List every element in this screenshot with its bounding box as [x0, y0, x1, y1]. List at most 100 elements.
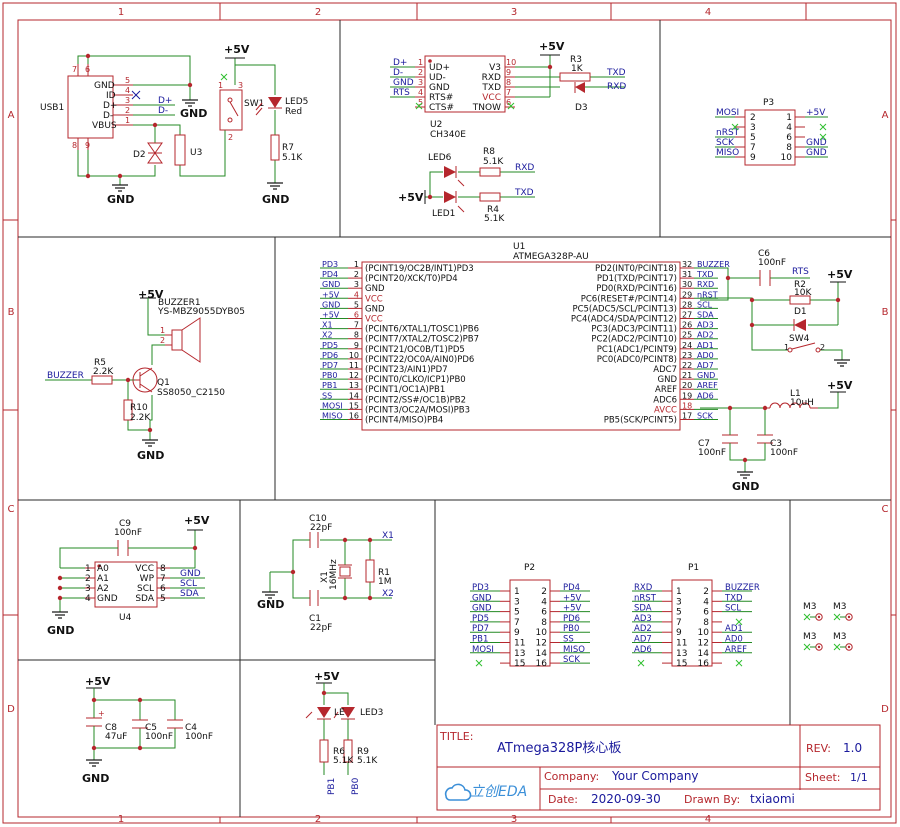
- mcu-net-left-2: PD4: [322, 270, 338, 279]
- p2-num-left-6: 11: [514, 639, 525, 649]
- mcu-net-right-14: AD6: [697, 391, 714, 400]
- c7-ref: C7: [698, 439, 710, 449]
- buzzer-vcc: +5V: [138, 288, 164, 301]
- drawn-label: Drawn By:: [684, 793, 740, 806]
- mcu-pin-right-11: ADC7: [653, 365, 677, 375]
- c5-ref: C5: [145, 723, 157, 733]
- p1-num-left-5: 9: [676, 628, 682, 638]
- p1-net-right-5: AD1: [725, 624, 743, 634]
- p1-num-right-6: 12: [698, 639, 709, 649]
- p3-net-gnd2: GND: [806, 148, 827, 158]
- mcu-pin-num-right-13: 20: [682, 381, 692, 390]
- mcu-pin-num-left-2: 2: [354, 270, 359, 279]
- c4-value: 100nF: [185, 732, 213, 742]
- col-label-1-bottom: 1: [118, 814, 124, 825]
- dec-vcc: +5V: [85, 675, 111, 688]
- mcu-net-left-15: MOSI: [322, 401, 343, 410]
- usb-pin-gnd: GND: [94, 81, 115, 91]
- p2-num-right-7: 14: [536, 649, 548, 659]
- p1-net-left-4: AD3: [634, 614, 652, 624]
- d2-ref: D2: [133, 150, 146, 160]
- mcu-net-left-13: PB1: [322, 381, 337, 390]
- mcu-pin-num-left-10: 10: [349, 351, 359, 360]
- reset-vcc: +5V: [827, 268, 853, 281]
- uled-net-pb1: PB1: [327, 778, 337, 795]
- usb-section: GND ID D+ D- VBUS USB1 5 4 3 2 1 7 6 8 9: [40, 53, 226, 206]
- leds-net-rxd: RXD: [515, 163, 534, 173]
- p2-net-left-4: PD5: [472, 614, 489, 624]
- ch340-net-txd: TXD: [606, 68, 626, 78]
- drawn-value: txiaomi: [750, 792, 795, 806]
- p3-num-5: 5: [750, 133, 756, 143]
- mcu-net-right-13: AREF: [697, 381, 718, 390]
- ch340-pin-tnow: TNOW: [472, 103, 501, 113]
- p1-num-right-3: 6: [703, 608, 709, 618]
- eeprom-gnd: GND: [47, 624, 74, 637]
- mcu-pin-left-16: (PCINT4/MISO)PB4: [365, 416, 443, 426]
- r9-value: 5.1K: [357, 756, 378, 766]
- row-label-b: B: [8, 307, 15, 318]
- crystal-gnd: GND: [257, 598, 284, 611]
- ch340-num-2: 2: [418, 68, 423, 77]
- mcu-pin-num-right-16: 17: [682, 412, 692, 421]
- logo-cloud-icon: [444, 783, 472, 801]
- eeprom-pin-vcc: VCC: [135, 564, 154, 574]
- mcu-pin-num-left-14: 14: [349, 391, 359, 400]
- mcu-net-left-7: X1: [322, 321, 333, 330]
- ch340-pin-cts: CTS#: [429, 103, 454, 113]
- led5-value: Red: [285, 107, 302, 117]
- ch340-num-3: 3: [418, 78, 423, 87]
- l1-value: 10uH: [790, 398, 814, 408]
- logo-text: 立创EDA: [470, 784, 527, 800]
- p3-num-7: 7: [750, 143, 756, 153]
- mcu-pin-right-1: PD2(INT0/PCINT18): [595, 264, 677, 274]
- sw4-pin-1: 1: [784, 343, 789, 352]
- mount-label-1: M3: [803, 602, 817, 612]
- mcu-pin-num-right-5: 28: [682, 300, 692, 309]
- mcu-net-left-6: +5V: [322, 311, 340, 320]
- p2-num-left-4: 7: [514, 618, 520, 628]
- avcc-vcc: +5V: [827, 379, 853, 392]
- r10-value: 2.2K: [130, 413, 151, 423]
- p3-net-gnd1: GND: [806, 138, 827, 148]
- mcu-pin-right-4: PC6(RESET#/PCINT14): [581, 294, 677, 304]
- p1-num-right-5: 10: [698, 628, 710, 638]
- mcu-pin-right-12: GND: [658, 375, 678, 385]
- mcu-pin-num-left-3: 3: [354, 280, 359, 289]
- reset-net-rts: RTS: [792, 267, 809, 277]
- mcu-net-right-12: GND: [697, 371, 715, 380]
- mcu-pin-num-left-6: 6: [354, 311, 359, 320]
- p3-net-sck: SCK: [716, 138, 735, 148]
- mcu-pin-right-15: AVCC: [654, 405, 677, 415]
- sw4-ref: SW4: [789, 334, 810, 344]
- p1-num-right-8: 16: [698, 659, 710, 669]
- buzzer-gnd: GND: [137, 449, 164, 462]
- ch340-pin-vcc: VCC: [482, 93, 501, 103]
- c4-ref: C4: [185, 723, 197, 733]
- mcu-net-right-6: SDA: [697, 311, 714, 320]
- p2-net-right-3: +5V: [563, 604, 582, 614]
- r5-value: 2.2K: [93, 367, 114, 377]
- mcu-net-right-5: SCL: [697, 300, 713, 309]
- ch340-num-1: 1: [418, 58, 423, 67]
- mcu-pin-left-2: (PCINT20/XCK/T0)PD4: [365, 274, 458, 284]
- p2-net-left-3: GND: [472, 604, 492, 614]
- user-leds-section: +5V LE LED3 R6 5.1K R9 5.1K PB1 PB0: [305, 670, 383, 795]
- usb-pin-num-8: 8: [72, 141, 77, 150]
- mcu-pin-left-3: GND: [365, 284, 385, 294]
- buzzer-net: BUZZER: [47, 371, 84, 381]
- usb-pin-num-2: 2: [125, 106, 130, 115]
- r6-value: 5.1K: [333, 756, 354, 766]
- mcu-pin-num-left-9: 9: [354, 341, 359, 350]
- r10-ref: R10: [130, 403, 148, 413]
- r2-ref: R2: [794, 280, 806, 290]
- ch340-ref: U2: [430, 120, 442, 130]
- mcu-pin-num-left-4: 4: [354, 290, 359, 299]
- c7-value: 100nF: [698, 448, 726, 458]
- eeprom-net-sda: SDA: [180, 589, 199, 599]
- row-label-a: A: [8, 110, 15, 121]
- inner-frame: [17, 19, 892, 818]
- led6-ref: LED6: [428, 153, 452, 163]
- p2-num-right-6: 12: [536, 639, 547, 649]
